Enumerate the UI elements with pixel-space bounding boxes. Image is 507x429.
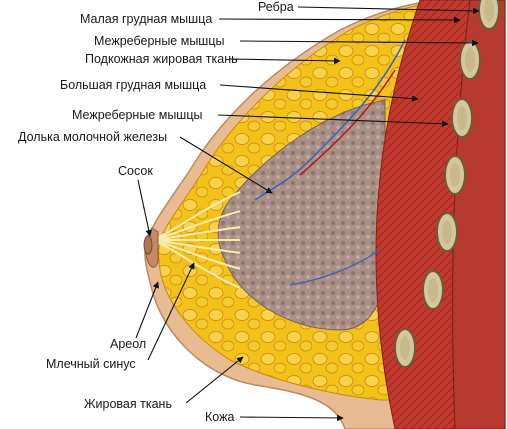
label-pectoralis-minor: Малая грудная мышца: [80, 12, 213, 26]
label-ribs: Ребра: [258, 0, 294, 14]
milk-duct: [151, 239, 241, 254]
label-areola: Ареол: [110, 337, 147, 351]
milk-duct: [151, 239, 241, 270]
label-skin: Кожа: [205, 410, 235, 424]
label-milk-sinus: Млечный синус: [46, 357, 136, 371]
gland-lobules: [217, 99, 386, 331]
vein: [289, 249, 381, 286]
label-intercostal-mid: Межреберные мышцы: [72, 108, 203, 122]
leader-nipple: [137, 179, 152, 237]
label-intercostal-top: Межреберные мышцы: [94, 34, 225, 48]
leader-pectoralis-minor: [218, 16, 461, 24]
rib-marrow: [457, 106, 467, 130]
leader-areola: [135, 281, 159, 339]
leader-ribs: [297, 6, 480, 15]
rib-marrow: [400, 336, 410, 360]
nipple-shape: [143, 235, 153, 255]
milk-duct: [151, 239, 241, 289]
label-gland-lobule: Долька молочной железы: [18, 130, 168, 144]
leader-intercostal-mid: [217, 114, 449, 128]
milk-ducts: [151, 191, 241, 289]
rib-marrow: [465, 48, 475, 72]
leader-skin: [239, 414, 344, 422]
label-pectoralis-major: Большая грудная мышца: [60, 78, 207, 92]
milk-duct: [151, 226, 241, 241]
milk-duct: [151, 191, 241, 241]
label-subcutaneous-fat: Подкожная жировая ткань: [85, 52, 238, 66]
vein: [254, 39, 406, 201]
rib-marrow: [450, 163, 460, 187]
leader-milk-sinus: [147, 262, 195, 361]
label-adipose-tissue: Жировая ткань: [84, 397, 172, 411]
rib-marrow: [484, 0, 494, 22]
leader-intercostal-top: [239, 39, 479, 47]
leader-pectoralis-major: [219, 84, 419, 102]
leader-subcutaneous-fat: [229, 57, 341, 65]
artery: [299, 69, 396, 176]
milk-duct: [151, 210, 241, 241]
leader-adipose-tissue: [185, 356, 244, 404]
rib-marrow: [428, 278, 438, 302]
rib-marrow: [442, 220, 452, 244]
label-nipple: Сосок: [118, 164, 153, 178]
leader-gland-lobule: [179, 136, 273, 194]
